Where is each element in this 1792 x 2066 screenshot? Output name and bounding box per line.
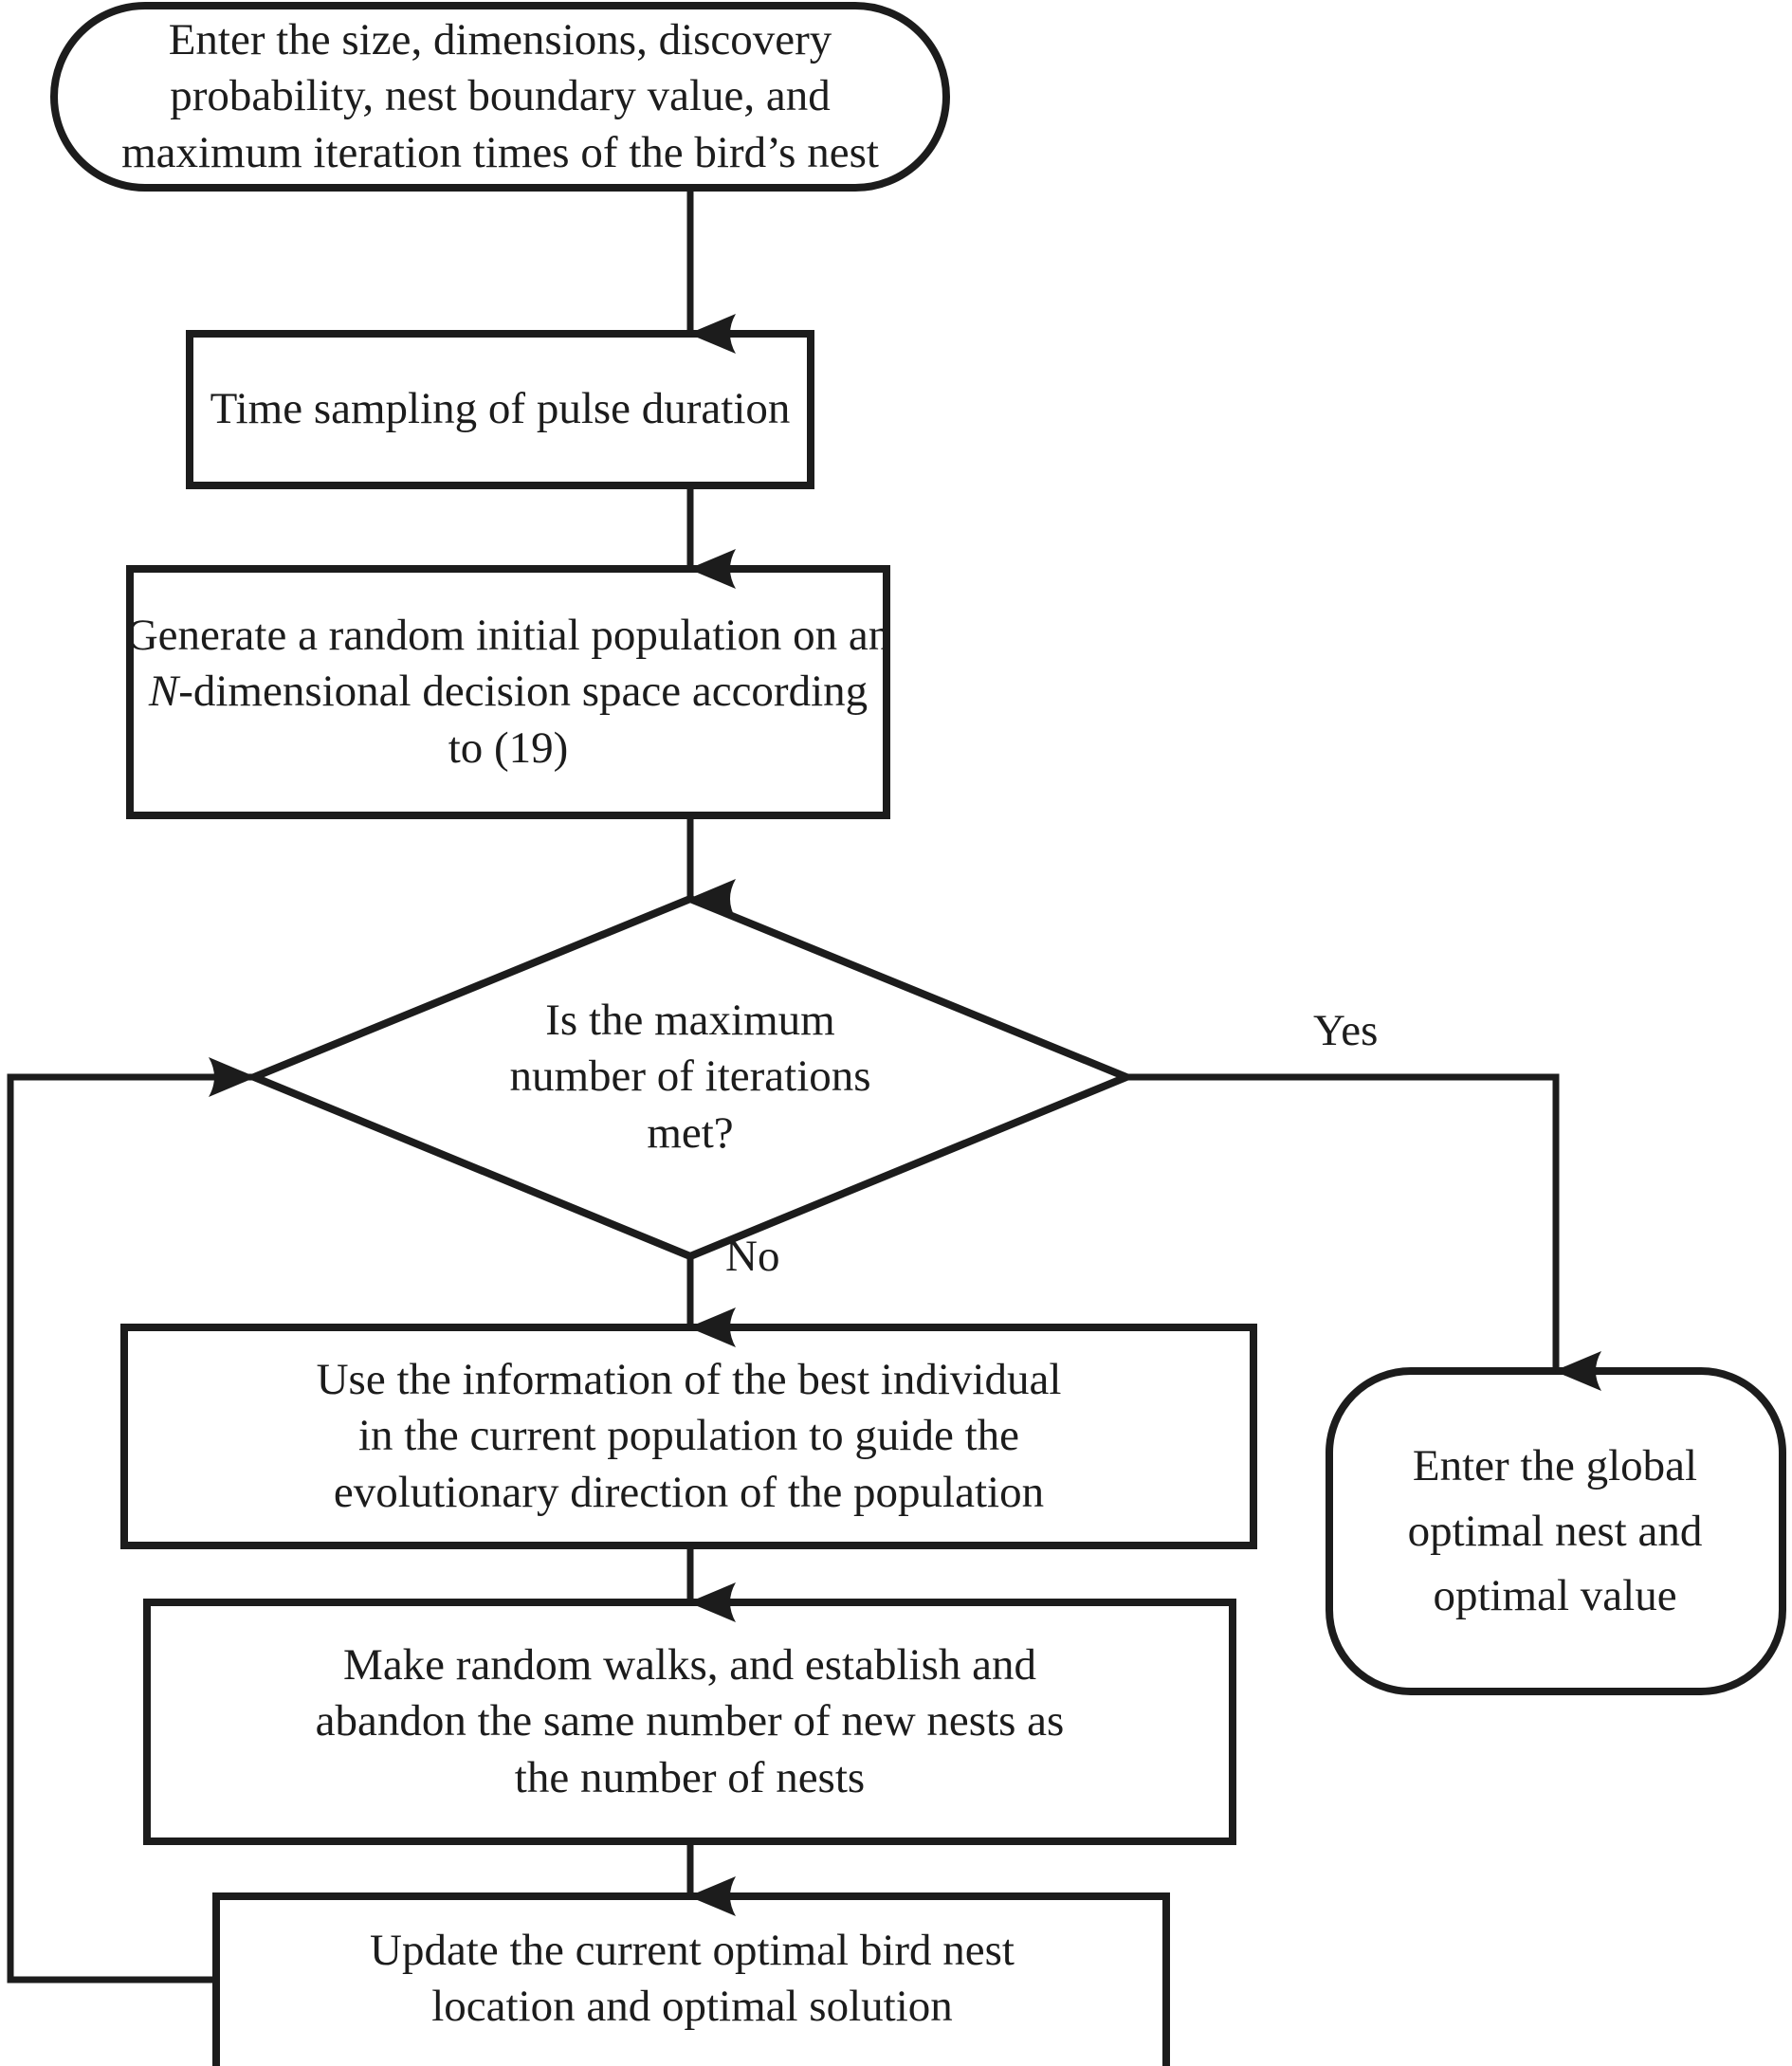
shape-decision — [244, 894, 1137, 1261]
shape-walks — [143, 1599, 1236, 1845]
shape-update — [212, 1892, 1170, 2066]
edge-label-yes: Yes — [1313, 1006, 1379, 1055]
shape-guide — [120, 1324, 1257, 1549]
shape-end — [1326, 1367, 1786, 1695]
edge-update-feedback-to-decision — [7, 1057, 256, 1984]
edge-decision-yes-to-end — [1126, 1073, 1601, 1391]
shape-start — [50, 2, 950, 192]
shape-initpop — [126, 565, 890, 819]
edge-label-no: No — [725, 1232, 780, 1281]
shape-sampling — [186, 330, 814, 489]
